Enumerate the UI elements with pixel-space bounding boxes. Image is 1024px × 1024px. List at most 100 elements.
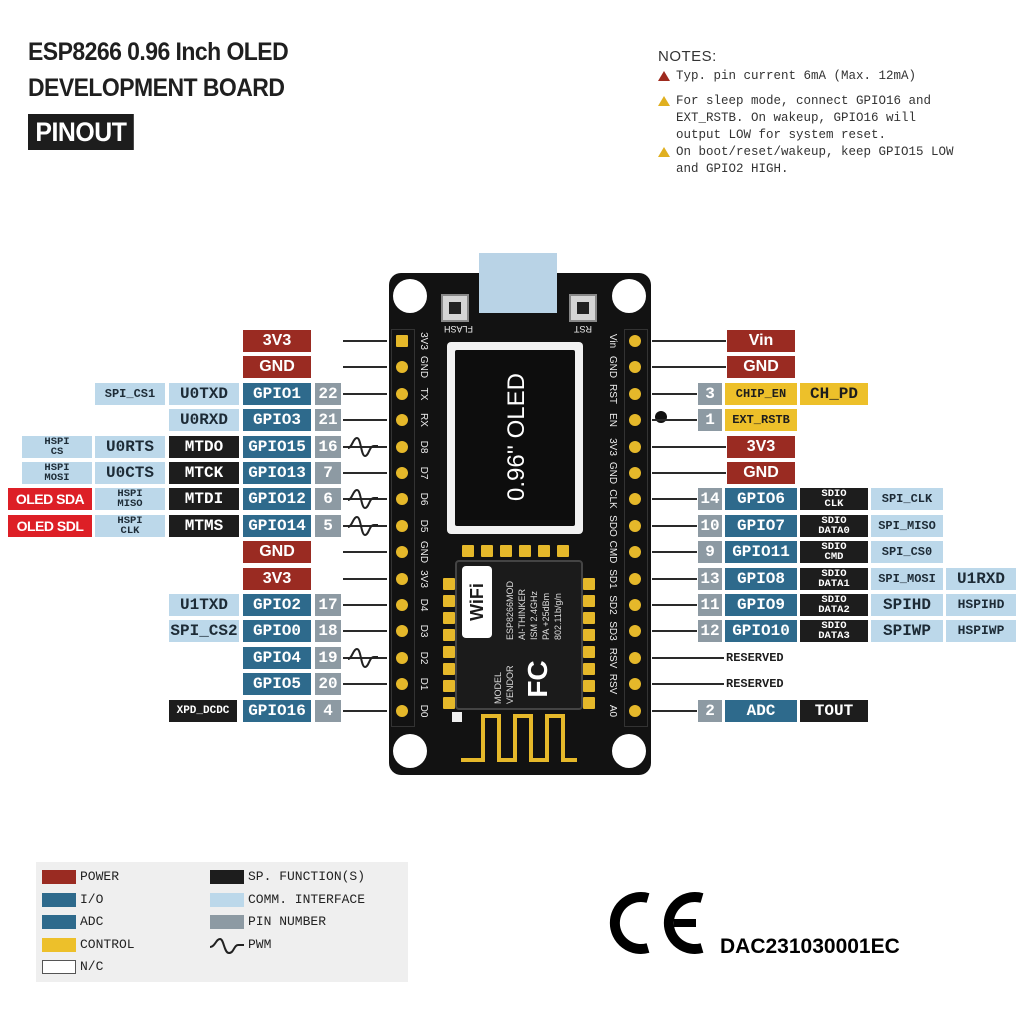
module-pad: [443, 646, 455, 658]
mount-hole: [393, 279, 427, 313]
pin-wire: [652, 340, 726, 342]
power-label: 3V3: [727, 436, 795, 458]
fcc-logo-icon: FC: [522, 660, 553, 698]
sdio-label-line1: SDIO: [821, 620, 847, 632]
gpio-label: GPIO9: [725, 594, 797, 616]
pwm-wave-icon: [348, 436, 378, 458]
pin-number-label: 3: [698, 383, 722, 405]
header-pin-pad: [629, 414, 641, 426]
pin-wire: [652, 498, 697, 500]
gpio-label: GPIO13: [243, 462, 311, 484]
gpio-label: GPIO2: [243, 594, 311, 616]
module-text: VENDOR: [505, 665, 515, 704]
adc-swatch: [42, 915, 76, 929]
module-pad: [443, 629, 455, 641]
header-pin-pad: [629, 652, 641, 664]
module-text: ISM 2.4GHz: [529, 590, 539, 640]
pin-number-label: 20: [315, 673, 341, 695]
pin-number-label: 12: [698, 620, 722, 642]
rst-button[interactable]: [569, 294, 597, 322]
module-pad: [462, 545, 474, 557]
header-pin-pad: [396, 546, 408, 558]
module-pad: [443, 612, 455, 624]
pin-wire: [343, 657, 387, 659]
header-pin-pad: [629, 388, 641, 400]
pin-wire: [343, 525, 387, 527]
module-pad: [443, 663, 455, 675]
gpio-label: GPIO3: [243, 409, 311, 431]
mount-hole: [393, 734, 427, 768]
header-pin-pad: [629, 678, 641, 690]
pwm-wave-icon: [348, 647, 378, 669]
special-function-label: TOUT: [800, 700, 868, 722]
legend-label: PIN NUMBER: [248, 914, 327, 929]
comm-label: HSPIWP: [946, 620, 1016, 642]
module-pad: [557, 545, 569, 557]
header-pin-pad: [396, 705, 408, 717]
pcb-antenna-icon: [461, 714, 577, 762]
gpio-label: GPIO12: [243, 488, 311, 510]
red-warning-triangle-icon: [658, 71, 670, 81]
comm-label: SPI_CS2: [169, 620, 239, 642]
pin-number-label: 11: [698, 594, 722, 616]
pin-number-label: 9: [698, 541, 722, 563]
wifi-logo-icon: WiFi: [462, 566, 492, 638]
pin-wire: [652, 683, 724, 685]
control-swatch: [42, 937, 76, 952]
pin-number-label: 21: [315, 409, 341, 431]
pin-wire: [343, 710, 387, 712]
pwm-wave-icon: [210, 937, 244, 954]
power-label: GND: [727, 462, 795, 484]
sdio-label-line1: SDIO: [821, 488, 847, 500]
header-pin-pad: [396, 388, 408, 400]
comm-label: SPI_MOSI: [871, 568, 943, 590]
ext-rstb-dot-icon: [655, 411, 667, 423]
legend-label: I/O: [80, 891, 104, 907]
header-pin-pad: [629, 625, 641, 637]
nc-swatch: [42, 960, 76, 974]
module-text: 802.11b/g/n: [553, 593, 563, 640]
pin-number-label: 17: [315, 594, 341, 616]
pwm-wave-icon: [348, 488, 378, 510]
mount-hole: [612, 734, 646, 768]
pin-wire: [652, 366, 726, 368]
header-pin-pad: [396, 625, 408, 637]
header-pin-pad: [629, 520, 641, 532]
pin-number-label: 22: [315, 383, 341, 405]
ce-mark-icon: [609, 892, 704, 954]
rst-label: RST: [574, 324, 592, 334]
hspi-label-line2: MOSI: [44, 472, 70, 484]
pin-wire: [343, 366, 387, 368]
yellow-warning-triangle-icon: [658, 96, 670, 106]
module-text: PA +25dBm: [541, 592, 551, 640]
gpio-label: GPIO10: [725, 620, 797, 642]
sdio-label-line1: SDIO: [821, 541, 847, 553]
pin-number-swatch: [210, 915, 244, 929]
module-pad: [583, 646, 595, 658]
comm-label: U0RTS: [95, 436, 165, 458]
pin-wire: [652, 419, 697, 421]
hspi-label-line1: HSPI: [117, 515, 143, 527]
legend-label: PWM: [248, 936, 272, 952]
hspi-label-line2: CS: [50, 446, 64, 458]
legend-label: SP. FUNCTION(S): [248, 869, 366, 884]
module-pad: [443, 595, 455, 607]
note-item: For sleep mode, connect GPIO16 and EXT_R…: [658, 93, 968, 144]
pin-wire: [652, 551, 697, 553]
io-swatch: [42, 892, 76, 907]
module-pad: [583, 612, 595, 624]
header-pin-pad: [396, 599, 408, 611]
header-pin-pad: [629, 441, 641, 453]
flash-button[interactable]: [441, 294, 469, 322]
module-pad: [443, 680, 455, 692]
gpio-label: GPIO11: [725, 541, 797, 563]
gpio-label: GPIO8: [725, 568, 797, 590]
sdio-label-line2: DATA3: [818, 630, 850, 642]
usb-connector-body: [479, 273, 557, 313]
special-function-label: XPD_DCDC: [169, 700, 237, 722]
header-pin-pad: [629, 705, 641, 717]
certification-code: DAC231030001EC: [720, 935, 900, 958]
pin-wire: [652, 578, 697, 580]
